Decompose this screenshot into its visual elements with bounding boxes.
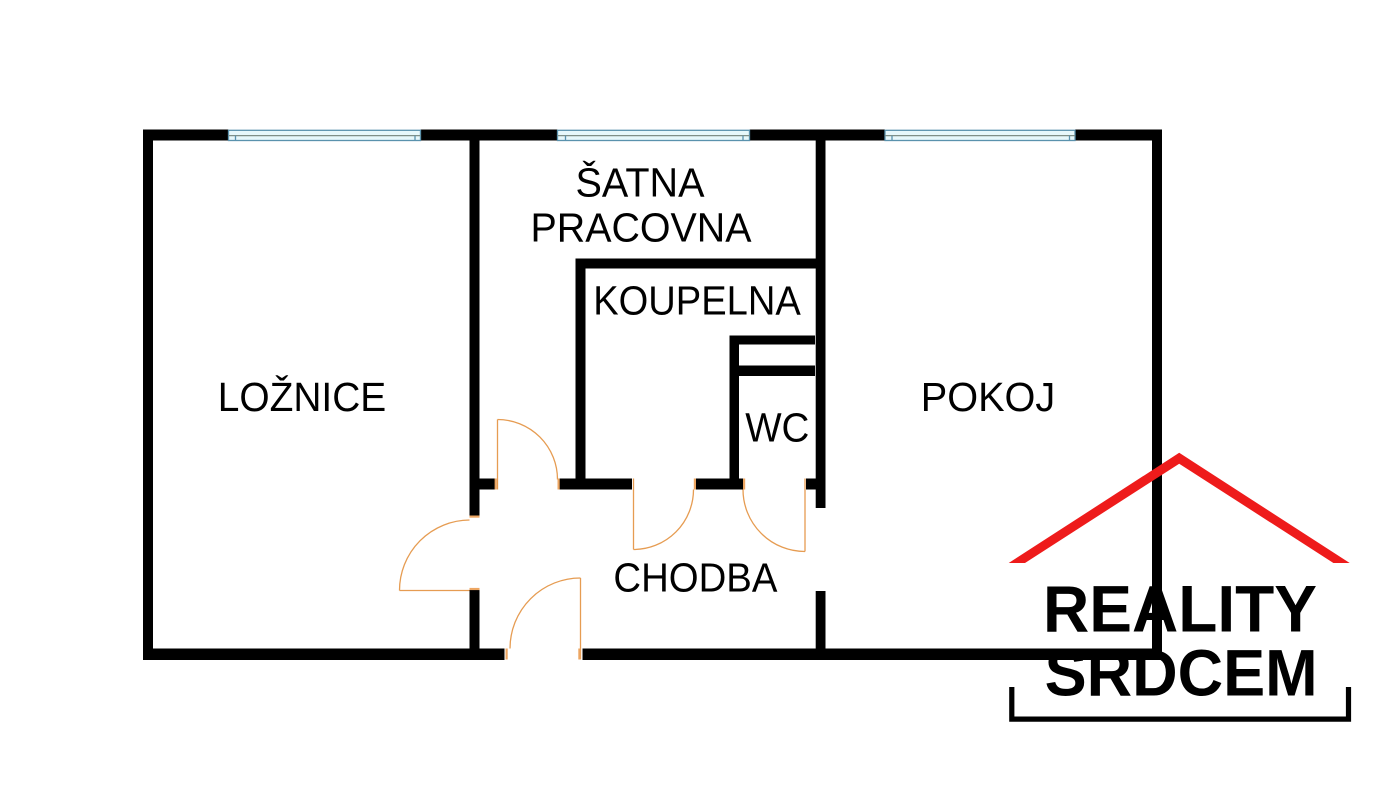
svg-text:CHODBA: CHODBA [613, 555, 778, 601]
svg-text:PRACOVNA: PRACOVNA [531, 205, 753, 251]
svg-text:KOUPELNA: KOUPELNA [593, 278, 801, 324]
svg-text:POKOJ: POKOJ [921, 374, 1056, 420]
svg-text:LOŽNICE: LOŽNICE [218, 374, 387, 420]
svg-text:REALITY: REALITY [1043, 572, 1317, 646]
svg-text:SRDCEM: SRDCEM [1045, 636, 1318, 710]
svg-text:WC: WC [745, 404, 809, 450]
svg-text:ŠATNA: ŠATNA [576, 160, 706, 206]
